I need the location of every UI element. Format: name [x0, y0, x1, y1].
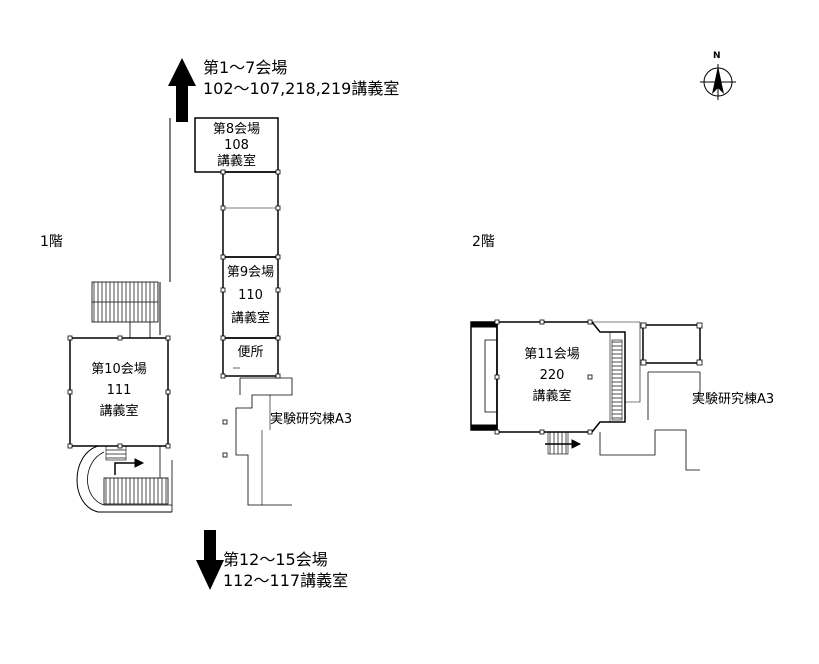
room-10: 第10会場 111 講義室 — [70, 360, 168, 422]
room-8-name: 第8会場 — [212, 122, 261, 137]
floor1-label: 1階 — [40, 234, 63, 250]
room-9-name: 第9会場 — [226, 265, 275, 280]
room-10-name: 第10会場 — [91, 362, 147, 377]
room-11-type: 講義室 — [532, 388, 572, 404]
room-11: 第11会場 220 講義室 — [497, 345, 607, 407]
room-9-type: 講義室 — [230, 310, 270, 326]
top-arrow-lecture-rooms: 102～107,218,219講義室 — [203, 78, 400, 98]
entrance-arrow-icon — [545, 439, 582, 449]
bottom-arrow-rooms: 第12～15会場 — [223, 550, 328, 569]
room-11-number: 220 — [539, 367, 565, 383]
room-8: 第8会場 108 講義室 — [195, 121, 278, 170]
top-arrow-rooms: 第1～7会場 — [203, 58, 288, 77]
floor1-column-markers — [67, 169, 281, 449]
room-8-type: 講義室 — [216, 153, 256, 169]
building-a3-floor2: 実験研究棟A3 — [692, 392, 775, 407]
room-10-type: 講義室 — [99, 403, 139, 419]
compass-north-label: N — [713, 51, 721, 61]
floor2-column-markers — [494, 319, 593, 435]
floor1-building-outline — [69, 117, 293, 513]
room-9: 第9会場 110 講義室 — [223, 262, 278, 330]
bottom-arrow-lecture-rooms: 112～117講義室 — [223, 570, 349, 590]
room-9-number: 110 — [238, 287, 263, 303]
room-10-number: 111 — [106, 382, 132, 398]
toilet-label: 便所 — [237, 345, 264, 360]
toilet: 便所 — [223, 344, 278, 362]
arrow-up-icon — [168, 58, 196, 122]
floor2-label: 2階 — [472, 234, 495, 250]
bottom-arrow-label: 第12～15会場 112～117講義室 — [223, 550, 348, 592]
compass-icon — [700, 64, 736, 100]
top-arrow-label: 第1～7会場 102～107,218,219講義室 — [203, 58, 399, 100]
room-8-number: 108 — [224, 137, 249, 153]
room-11-name: 第11会場 — [524, 347, 580, 362]
arrow-down-icon — [196, 530, 224, 590]
entrance-arrow-icon — [114, 458, 145, 475]
building-a3-floor1: 実験研究棟A3 — [270, 412, 353, 427]
